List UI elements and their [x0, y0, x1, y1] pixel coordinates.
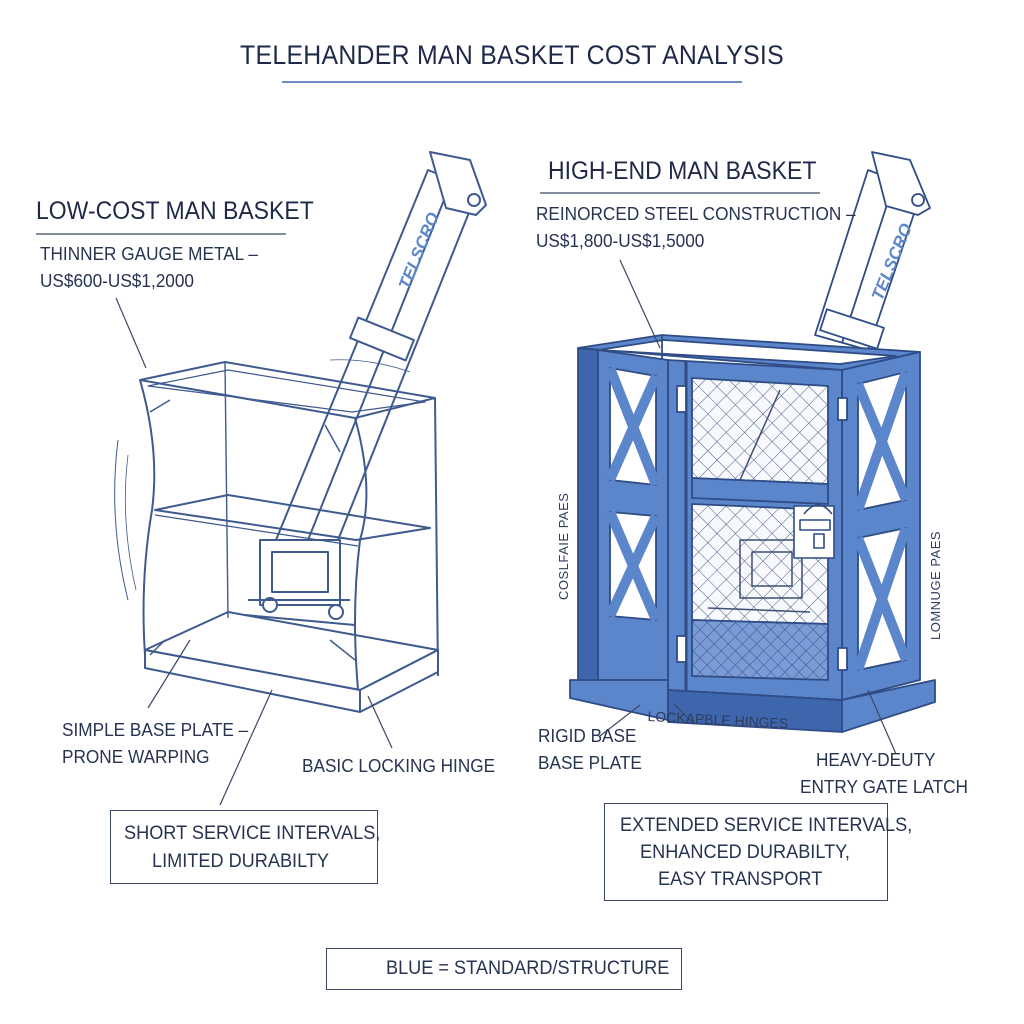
- high-end-price: US$1,800-US$1,5000: [536, 230, 705, 251]
- low-cost-callout-hinge: BASIC LOCKING HINGE: [302, 755, 496, 776]
- page-title: TELEHANDER MAN BASKET COST ANALYSIS: [240, 40, 784, 70]
- high-end-summary-box: [604, 803, 888, 901]
- high-end-callout-base-line1: RIGID BASE: [538, 725, 637, 746]
- high-end-hinge-top: [676, 385, 687, 413]
- high-end-side-left-label: COSLFAIE PAES: [556, 492, 571, 600]
- high-end-desc-line1: REINORCED STEEL CONSTRUCTION –: [536, 203, 856, 224]
- low-cost-desc-line1: THINNER GAUGE METAL –: [40, 243, 258, 264]
- high-end-summary-line3: EASY TRANSPORT: [658, 868, 823, 890]
- low-cost-price: US$600-US$1,2000: [40, 270, 195, 291]
- low-cost-basket-drawing: [114, 151, 487, 713]
- low-cost-heading: LOW-COST MAN BASKET: [36, 197, 314, 225]
- low-cost-callout-base-line1: SIMPLE BASE PLATE –: [62, 719, 249, 740]
- high-end-callout-latch-line1: HEAVY-DEUTY: [816, 749, 936, 770]
- low-cost-summary-box: [110, 810, 378, 884]
- high-end-gate-latch: [793, 504, 835, 559]
- high-end-boom: [814, 151, 931, 351]
- high-end-summary-line2: ENHANCED DURABILTY,: [640, 841, 850, 863]
- high-end-callout-latch-line2: ENTRY GATE LATCH: [800, 776, 968, 797]
- low-cost-summary-line1: SHORT SERVICE INTERVALS,: [124, 822, 381, 844]
- high-end-mesh-upper: [691, 377, 829, 485]
- legend-box: [326, 948, 682, 990]
- low-cost-leaders: [115, 297, 393, 806]
- low-cost-boom: [244, 151, 487, 626]
- low-cost-cage-frame: [114, 359, 439, 713]
- low-cost-callout-base-line2: PRONE WARPING: [62, 746, 210, 767]
- high-end-basket-drawing: [569, 151, 936, 733]
- high-end-hinge-bottom: [676, 635, 687, 663]
- low-cost-summary-line2: LIMITED DURABILTY: [152, 850, 330, 872]
- high-end-heading: HIGH-END MAN BASKET: [548, 157, 817, 185]
- high-end-summary-line1: EXTENDED SERVICE INTERVALS,: [620, 814, 913, 836]
- high-end-side-right-label: LOMNUGE PAES: [928, 530, 943, 640]
- high-end-leaders: [599, 259, 897, 755]
- high-end-left-panel: [577, 347, 599, 691]
- high-end-callout-base-line2: BASE PLATE: [538, 752, 642, 773]
- legend-label: BLUE = STANDARD/STRUCTURE: [386, 957, 670, 979]
